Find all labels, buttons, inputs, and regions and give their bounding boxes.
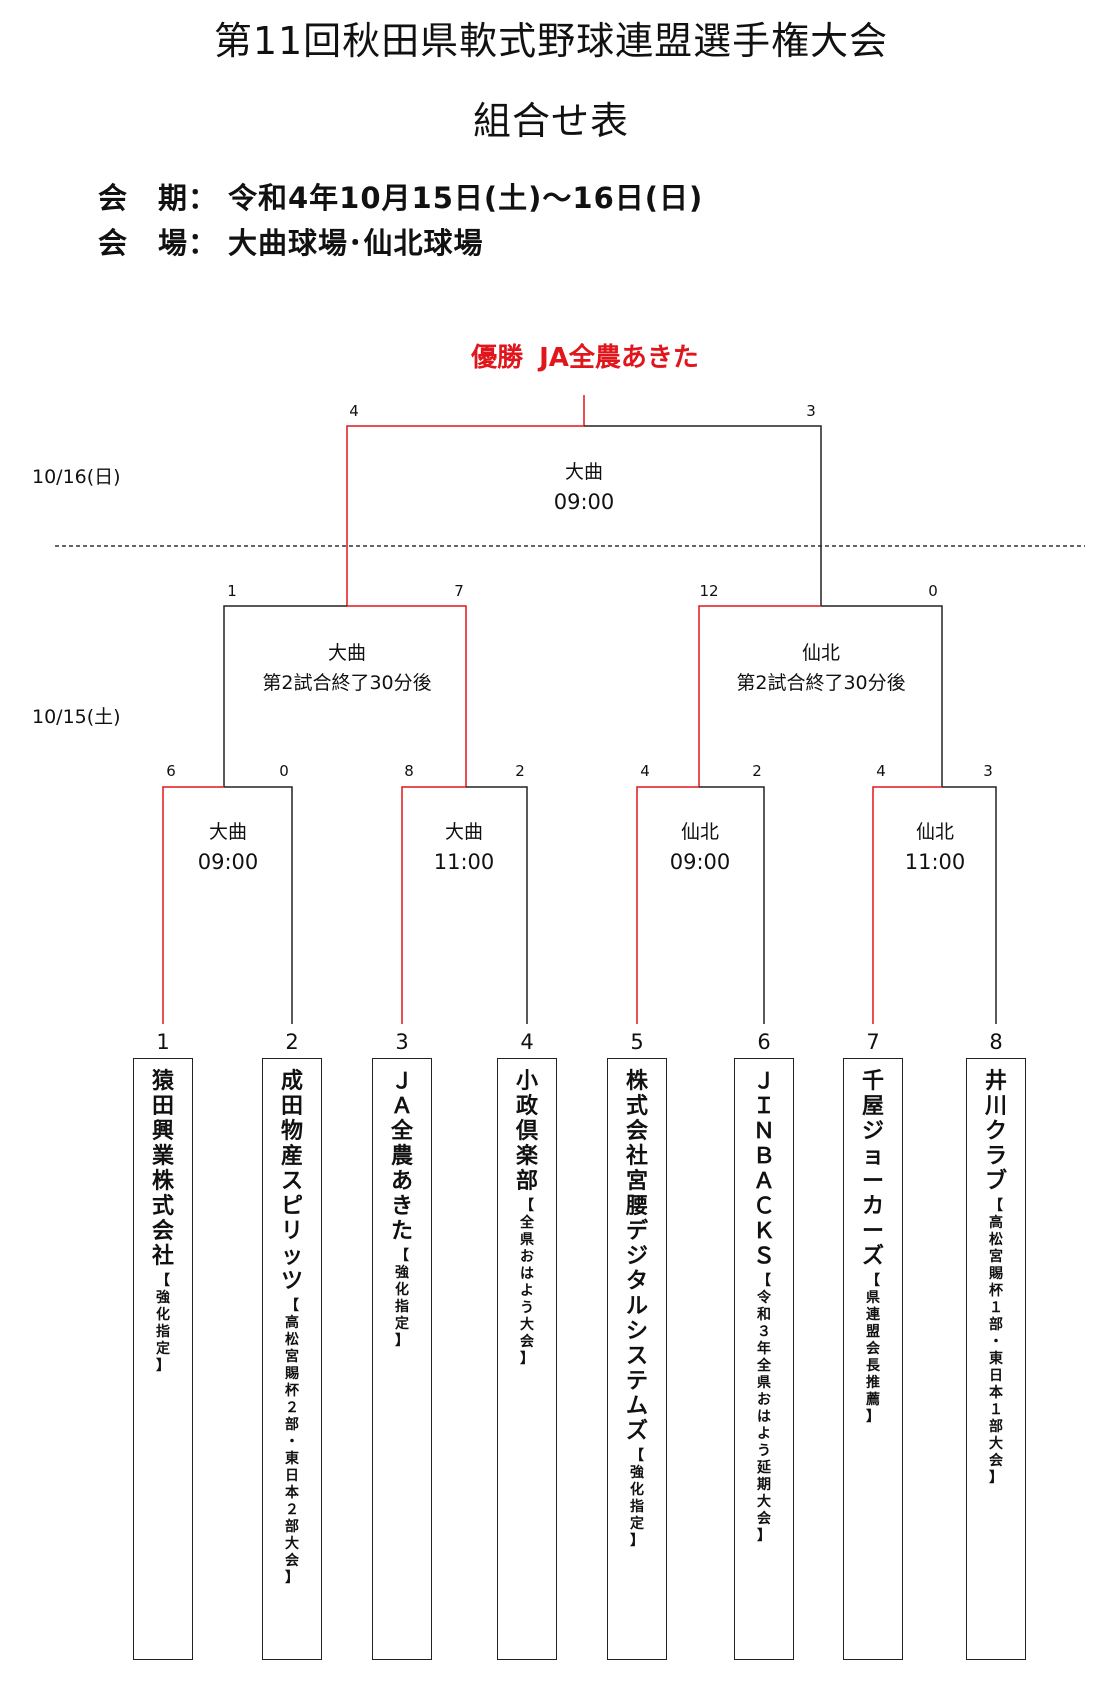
team-box-5: 株式会社宮腰デジタルシステムズ【強化指定】 bbox=[607, 1058, 667, 1660]
team-seed-5: 5 bbox=[630, 1030, 644, 1054]
semi2-time: 第2試合終了30分後 bbox=[736, 672, 906, 694]
period-label: 会 期： bbox=[98, 181, 219, 215]
qf1-time: 09:00 bbox=[197, 850, 259, 874]
qf1-score-left: 6 bbox=[166, 762, 176, 780]
final-right-line bbox=[584, 425, 822, 606]
qf2-score-right: 2 bbox=[515, 762, 525, 780]
qf2-venue: 大曲 11:00 bbox=[434, 817, 495, 877]
winner-team: JA全農あきた bbox=[539, 343, 699, 373]
final-venue: 大曲 09:00 bbox=[554, 457, 615, 517]
qf2-left-line bbox=[401, 786, 466, 1024]
team-box-7: 千屋ジョーカーズ【県連盟会長推薦】 bbox=[843, 1058, 903, 1660]
team-seed-7: 7 bbox=[866, 1030, 880, 1054]
semi2-venue-name: 仙北 bbox=[801, 642, 841, 664]
semi1-venue-name: 大曲 bbox=[327, 642, 367, 664]
team-seed-2: 2 bbox=[285, 1030, 299, 1054]
semi1-left-line bbox=[223, 605, 347, 787]
semi1-score-left: 1 bbox=[227, 582, 237, 600]
qf4-venue: 仙北 11:00 bbox=[905, 817, 966, 877]
team-name-4: 小政倶楽部【全県おはよう大会】 bbox=[498, 1069, 556, 1368]
team-box-4: 小政倶楽部【全県おはよう大会】 bbox=[497, 1058, 557, 1660]
page-subtitle: 組合せ表 bbox=[472, 99, 629, 143]
qf3-left-line bbox=[636, 786, 699, 1024]
period-value: 令和4年10月15日(土)～16日(日) bbox=[228, 181, 704, 215]
semi2-venue: 仙北 第2試合終了30分後 bbox=[736, 638, 905, 698]
team-seed-1: 1 bbox=[156, 1030, 170, 1054]
qf2-venue-name: 大曲 bbox=[444, 821, 483, 843]
qf2-score-left: 8 bbox=[404, 762, 414, 780]
qf3-time: 09:00 bbox=[669, 850, 731, 874]
team-name-1: 猿田興業株式会社【強化指定】 bbox=[134, 1069, 192, 1375]
team-seed-3: 3 bbox=[395, 1030, 409, 1054]
page-title: 第11回秋田県軟式野球連盟選手権大会 bbox=[213, 19, 889, 63]
qf1-venue-name: 大曲 bbox=[208, 821, 247, 843]
semi1-venue: 大曲 第2試合終了30分後 bbox=[262, 638, 431, 698]
final-score-right: 3 bbox=[806, 402, 816, 420]
final-score-left: 4 bbox=[349, 402, 359, 420]
team-seed-4: 4 bbox=[520, 1030, 534, 1054]
team-seed-8: 8 bbox=[989, 1030, 1003, 1054]
team-name-7: 千屋ジョーカーズ【県連盟会長推薦】 bbox=[844, 1069, 902, 1426]
team-box-1: 猿田興業株式会社【強化指定】 bbox=[133, 1058, 193, 1660]
qf4-score-left: 4 bbox=[876, 762, 886, 780]
qf4-score-right: 3 bbox=[983, 762, 993, 780]
team-name-5: 株式会社宮腰デジタルシステムズ【強化指定】 bbox=[608, 1069, 666, 1550]
qf1-left-line bbox=[162, 786, 224, 1024]
semi1-time: 第2試合終了30分後 bbox=[262, 672, 432, 694]
qf3-venue: 仙北 09:00 bbox=[670, 817, 731, 877]
qf4-left-line bbox=[872, 786, 942, 1024]
venue-label: 会 場： bbox=[98, 226, 219, 260]
final-venue-name: 大曲 bbox=[564, 461, 603, 483]
qf3-score-left: 4 bbox=[640, 762, 650, 780]
qf3-right-line bbox=[699, 786, 765, 1024]
qf4-venue-name: 仙北 bbox=[915, 821, 954, 843]
qf3-score-right: 2 bbox=[752, 762, 762, 780]
qf4-time: 11:00 bbox=[904, 850, 966, 874]
date-day2: 10/16(日) bbox=[32, 466, 121, 488]
qf1-venue: 大曲 09:00 bbox=[198, 817, 259, 877]
semi1-score-right: 7 bbox=[454, 582, 464, 600]
final-left-line bbox=[346, 425, 584, 606]
team-note-4: 【全県おはよう大会】 bbox=[520, 1198, 534, 1367]
team-note-7: 【県連盟会長推薦】 bbox=[866, 1273, 880, 1425]
team-seed-6: 6 bbox=[757, 1030, 771, 1054]
qf1-score-right: 0 bbox=[279, 762, 289, 780]
team-note-5: 【強化指定】 bbox=[630, 1448, 644, 1549]
winner-label: 優勝 bbox=[471, 343, 524, 373]
period-row: 会 期： 令和4年10月15日(土)～16日(日) bbox=[98, 175, 703, 217]
qf1-right-line bbox=[224, 786, 293, 1024]
team-note-3: 【強化指定】 bbox=[395, 1248, 409, 1349]
team-note-1: 【強化指定】 bbox=[156, 1273, 170, 1374]
semi1-right-line bbox=[347, 605, 467, 787]
date-day1: 10/15(土) bbox=[32, 706, 121, 728]
qf4-right-line bbox=[942, 786, 997, 1024]
semi2-score-left: 12 bbox=[699, 582, 719, 600]
venue-row: 会 場： 大曲球場･仙北球場 bbox=[98, 220, 484, 262]
semi2-left-line bbox=[698, 605, 821, 787]
venue-value: 大曲球場･仙北球場 bbox=[228, 226, 484, 260]
semi2-score-right: 0 bbox=[928, 582, 938, 600]
qf2-time: 11:00 bbox=[433, 850, 495, 874]
winner-banner: 優勝 JA全農あきた bbox=[0, 337, 1102, 374]
semi2-right-line bbox=[821, 605, 943, 787]
final-time: 09:00 bbox=[553, 490, 615, 514]
qf3-venue-name: 仙北 bbox=[680, 821, 719, 843]
qf2-right-line bbox=[466, 786, 528, 1024]
